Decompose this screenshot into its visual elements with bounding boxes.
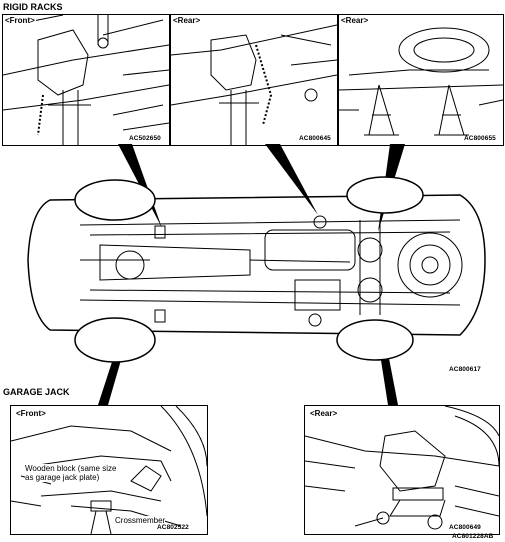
rear-rack-1-code: AC800645 [299, 135, 331, 142]
front-rack-code: AC502650 [129, 135, 161, 142]
crossmember-note: Crossmember [115, 516, 166, 525]
front-jack-illustration [11, 406, 207, 534]
rear-jack-panel: <Rear> AC800649 [304, 405, 500, 535]
garage-jack-title: GARAGE JACK [3, 387, 70, 397]
rear-rack-panel-1: <Rear> AC800645 [170, 14, 338, 146]
front-rack-illustration [3, 15, 169, 145]
rear-rack-1-label: <Rear> [172, 16, 202, 26]
rear-jack-code: AC800649 [449, 524, 481, 531]
front-rack-label: <Front> [4, 16, 36, 26]
vehicle-underside-illustration [27, 176, 486, 363]
front-rack-panel: <Front> AC502650 [2, 14, 170, 146]
rigid-racks-title: RIGID RACKS [3, 2, 63, 12]
rear-rack-2-code: AC800655 [464, 135, 496, 142]
rear-rack-2-label: <Rear> [340, 16, 370, 26]
rear-jack-illustration [305, 406, 499, 530]
front-jack-code: AC802522 [157, 524, 189, 531]
front-jack-label: <Front> [15, 409, 47, 419]
rear-rack-1-illustration [171, 24, 337, 145]
rear-rack-2-illustration [339, 27, 503, 136]
front-jack-panel: <Front> Wooden block (same size as garag… [10, 405, 208, 535]
wooden-block-note: Wooden block (same size as garage jack p… [25, 464, 120, 482]
rear-rack-panel-2: <Rear> AC800655 [338, 14, 504, 146]
rear-jack-label: <Rear> [309, 409, 339, 419]
overview-code: AC800617 [449, 366, 481, 373]
footer-code: AC801228AB [452, 533, 494, 540]
vehicle-underside [20, 150, 490, 380]
